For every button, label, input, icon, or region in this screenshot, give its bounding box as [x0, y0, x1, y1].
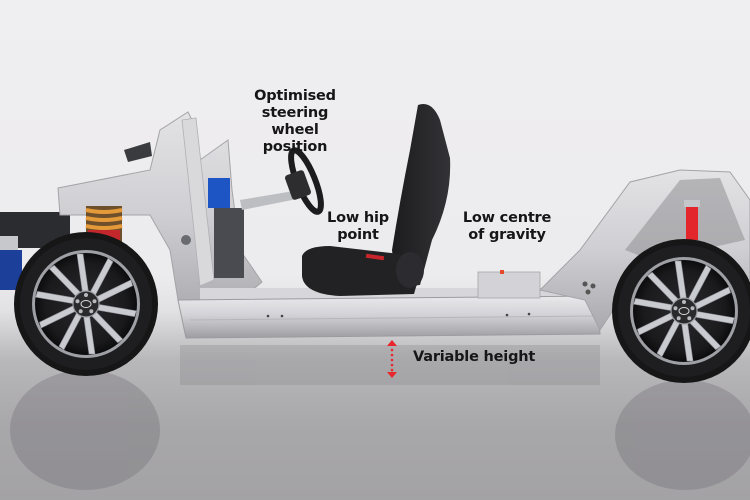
label-line: Optimised [254, 88, 336, 104]
label-line: of gravity [468, 227, 546, 243]
steering-wheel-icon [285, 147, 324, 215]
label-line: Variable height [413, 349, 536, 365]
driver-seat [302, 104, 451, 296]
front-wheel [13, 231, 159, 377]
label-line: steering wheel [261, 105, 329, 138]
floor-reflection [10, 345, 750, 490]
label-low-centre-of-gravity: Low centre of gravity [452, 210, 562, 244]
rear-floor-components [477, 270, 541, 299]
label-line: point [337, 227, 379, 243]
label-line: Low centre [462, 210, 552, 226]
rear-body-structure [539, 169, 750, 331]
rear-wheel [611, 238, 750, 384]
label-line: Low hip [327, 210, 389, 226]
label-low-hip-point: Low hip point [318, 210, 398, 244]
label-steering-wheel-position: Optimised steering wheel position [236, 88, 354, 156]
steering-column [208, 147, 324, 278]
double-headed-dotted-arrow-icon [387, 340, 397, 378]
label-variable-height: Variable height [413, 349, 553, 366]
label-line: position [262, 139, 328, 155]
front-body-structure [57, 111, 263, 319]
